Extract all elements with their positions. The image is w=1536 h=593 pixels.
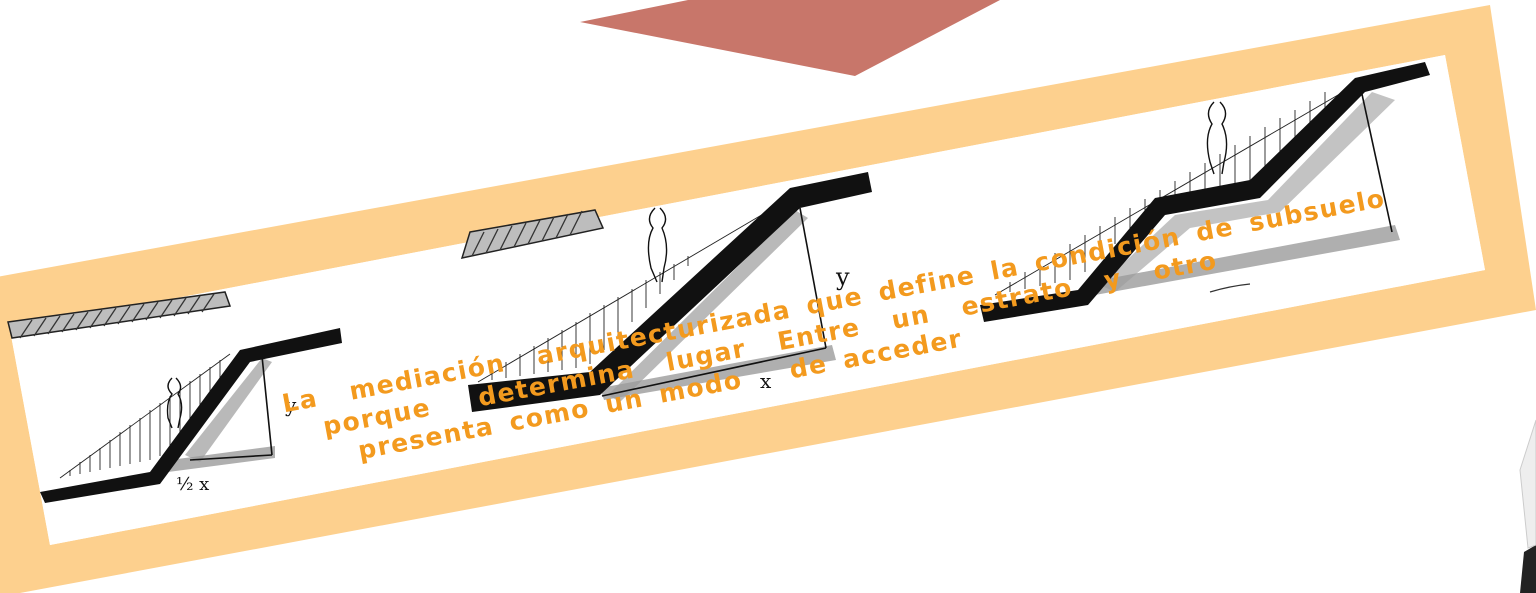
person-figure — [166, 377, 183, 429]
person-figure — [1206, 101, 1228, 175]
stair-slab — [40, 328, 342, 503]
stair-shadow — [168, 446, 275, 472]
label-half-x: ½ x — [176, 474, 209, 495]
corner-light-edge — [1519, 419, 1536, 549]
hatched-block — [7, 291, 232, 339]
sketch-2: y x — [460, 172, 872, 412]
corner-dark-shape — [1520, 545, 1536, 593]
label-y: y — [835, 263, 850, 291]
stair-shadow-slope — [185, 358, 272, 462]
sketch-1: y ½ x — [7, 291, 342, 503]
stair-slab — [468, 172, 872, 412]
frame-inner — [10, 55, 1485, 545]
person-figure — [647, 207, 668, 283]
stair-shadow — [1090, 225, 1400, 295]
ground-scribble — [1209, 283, 1251, 293]
arrow-polygon — [580, 0, 1000, 76]
stair-slab — [980, 62, 1430, 322]
stair-shadow-slope — [608, 210, 808, 402]
sketch-3 — [980, 62, 1430, 322]
label-x: x — [760, 369, 772, 393]
label-y: y — [284, 393, 297, 417]
